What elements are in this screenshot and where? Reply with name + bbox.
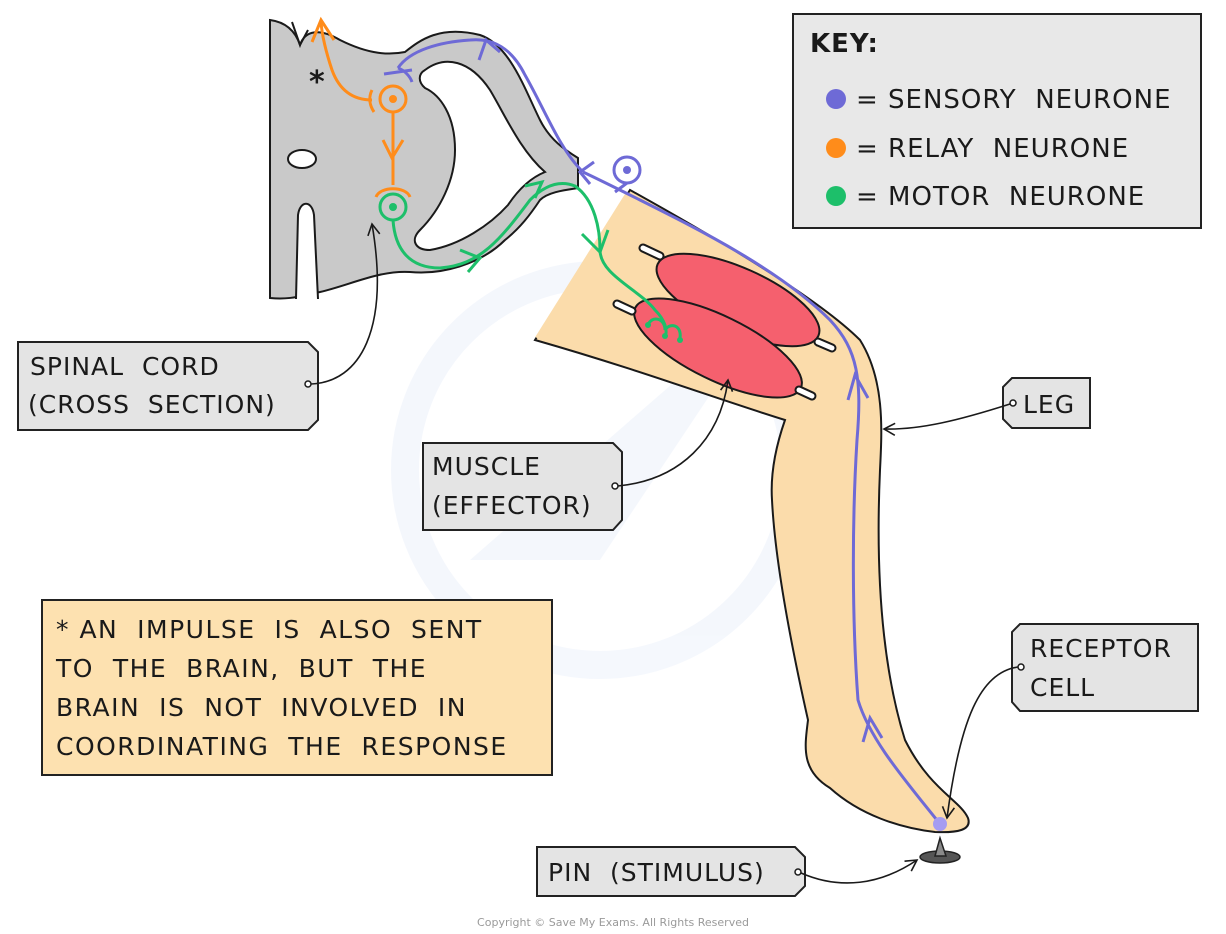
key-item-sensory: = SENSORY NEURONE xyxy=(826,85,1172,115)
svg-text:(EFFECTOR): (EFFECTOR) xyxy=(432,491,592,520)
central-canal xyxy=(287,149,317,169)
key-legend: KEY: = SENSORY NEURONE = RELAY NEURONE =… xyxy=(792,13,1202,229)
svg-text:RECEPTOR: RECEPTOR xyxy=(1030,634,1172,663)
sensory-color-dot xyxy=(826,89,846,109)
label-pin: PIN (STIMULUS) xyxy=(536,846,919,897)
key-item-relay: = RELAY NEURONE xyxy=(826,134,1129,164)
svg-text:(CROSS SECTION): (CROSS SECTION) xyxy=(28,390,276,419)
relay-neurone xyxy=(310,16,412,198)
note-line-3: BRAIN IS NOT INVOLVED IN xyxy=(56,693,467,722)
copyright-notice: Copyright © Save My Exams. All Rights Re… xyxy=(477,916,749,929)
asterisk-marker: * xyxy=(309,65,325,100)
note-line-2: TO THE BRAIN, BUT THE xyxy=(55,654,427,683)
ventral-fissure xyxy=(295,202,319,300)
note-box: * AN IMPULSE IS ALSO SENT TO THE BRAIN, … xyxy=(41,599,553,776)
label-receptor-cell: RECEPTOR CELL xyxy=(941,623,1199,820)
note-line-1: * AN IMPULSE IS ALSO SENT xyxy=(56,615,483,644)
svg-text:= SENSORY NEURONE: = SENSORY NEURONE xyxy=(856,85,1172,115)
svg-text:PIN (STIMULUS): PIN (STIMULUS) xyxy=(548,858,765,887)
svg-text:SPINAL CORD: SPINAL CORD xyxy=(30,352,220,381)
svg-text:= MOTOR NEURONE: = MOTOR NEURONE xyxy=(856,182,1145,212)
note-line-4: COORDINATING THE RESPONSE xyxy=(56,732,508,761)
svg-text:LEG: LEG xyxy=(1023,390,1075,419)
svg-text:CELL: CELL xyxy=(1030,673,1095,702)
pin-icon xyxy=(919,835,961,864)
key-item-motor: = MOTOR NEURONE xyxy=(826,182,1145,212)
svg-text:MUSCLE: MUSCLE xyxy=(432,452,541,481)
motor-neurone xyxy=(378,179,683,343)
label-muscle: MUSCLE (EFFECTOR) xyxy=(422,378,734,531)
spinal-cord-gap xyxy=(413,60,547,252)
svg-text:= RELAY NEURONE: = RELAY NEURONE xyxy=(856,134,1129,164)
key-heading: KEY: xyxy=(810,29,879,59)
spinal-cord-cross-section xyxy=(269,18,579,300)
motor-color-dot xyxy=(826,186,846,206)
label-spinal-cord: SPINAL CORD (CROSS SECTION) xyxy=(17,222,381,431)
muscle-lower xyxy=(612,297,817,401)
sensory-neurone xyxy=(383,37,947,831)
label-leg: LEG xyxy=(882,377,1091,436)
relay-color-dot xyxy=(826,138,846,158)
leg-shape xyxy=(533,188,970,834)
receptor-cell-dot xyxy=(933,817,947,831)
